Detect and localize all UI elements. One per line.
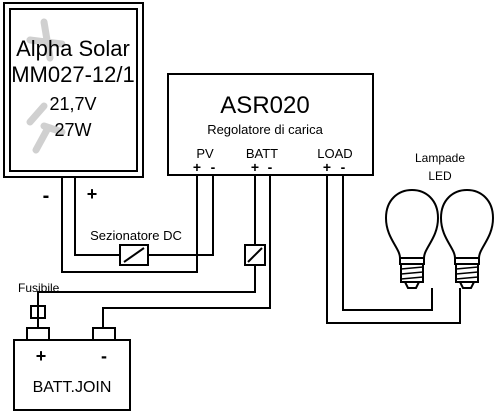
wire-batt-plus-2 — [37, 265, 256, 306]
wire-pv-minus — [148, 175, 214, 256]
battery-plus: + — [36, 346, 47, 366]
lamps-label: Lampade — [415, 151, 465, 165]
panel-brand: Alpha Solar — [16, 36, 130, 61]
panel-model: MM027-12/1 — [11, 62, 135, 87]
wire-load-plus — [326, 175, 461, 324]
battery-minus: - — [101, 346, 107, 366]
pv-disconnector — [119, 244, 149, 266]
load-minus: - — [341, 159, 346, 175]
controller-model: ASR020 — [220, 92, 309, 119]
led-bulb-icon — [384, 188, 440, 289]
charge-controller: ASR020 Regolatore di carica PV BATT LOAD… — [167, 73, 374, 176]
batt-minus: - — [268, 159, 273, 175]
battery-name: BATT.JOIN — [33, 379, 112, 396]
fuse — [30, 305, 46, 319]
panel-minus-terminal: - — [43, 185, 50, 207]
disconnector-label: Sezionatore DC — [90, 228, 182, 243]
sun-icon — [26, 18, 66, 154]
batt-plus: + — [251, 159, 259, 175]
panel-plus-terminal: + — [87, 184, 98, 204]
load-plus: + — [323, 159, 331, 175]
load-label: LOAD — [317, 146, 352, 161]
wire-panel-plus — [61, 175, 198, 273]
pv-label: PV — [196, 146, 214, 161]
wire-panel-minus — [74, 178, 120, 256]
batt-label: BATT — [246, 146, 278, 161]
wire-load-minus — [342, 175, 433, 311]
solar-panel: Alpha Solar MM027-12/1 21,7V 27W — [3, 2, 144, 178]
led-bulb-icon — [439, 188, 495, 289]
wire-batt-minus — [102, 175, 271, 328]
panel-power: 27W — [54, 120, 91, 140]
panel-voltage: 21,7V — [49, 94, 96, 114]
controller-subtitle: Regolatore di carica — [207, 122, 323, 137]
battery: + - BATT.JOIN — [13, 327, 131, 411]
batt-disconnector — [244, 244, 266, 266]
fuse-label: Fusibile — [18, 281, 60, 295]
pv-minus: - — [211, 159, 216, 175]
lamps-sublabel: LED — [428, 169, 452, 183]
pv-plus: + — [193, 159, 201, 175]
